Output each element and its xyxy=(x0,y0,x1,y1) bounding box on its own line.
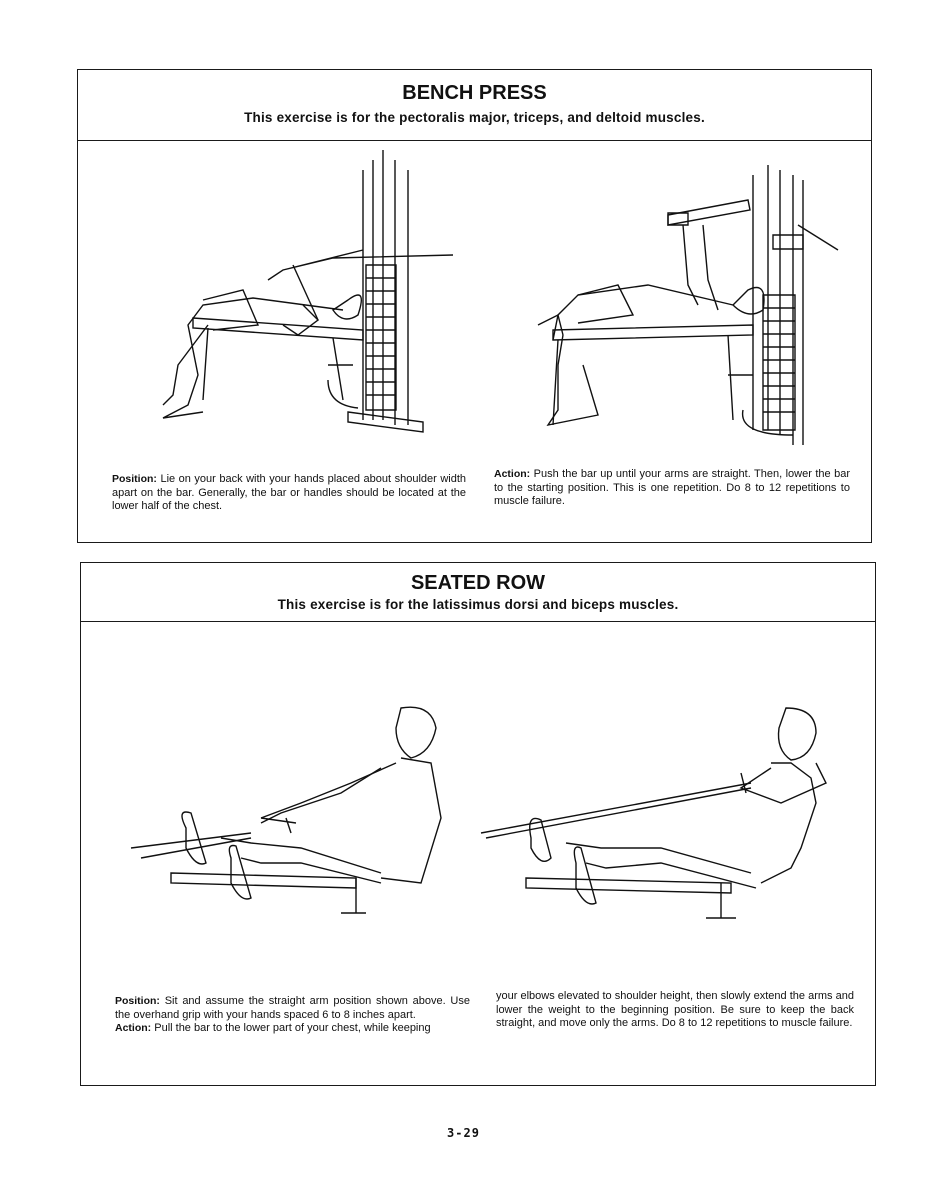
seated-row-panel: SEATED ROW This exercise is for the lati… xyxy=(80,562,876,1086)
seated-row-position-text: Sit and assume the straight arm position… xyxy=(115,995,470,1021)
seated-row-action-text-part1: Pull the bar to the lower part of your c… xyxy=(154,1022,431,1034)
seated-row-header: SEATED ROW This exercise is for the lati… xyxy=(81,563,875,622)
bench-press-position-caption: Position: Lie on your back with your han… xyxy=(112,473,466,514)
bench-press-position-text: Lie on your back with your hands placed … xyxy=(112,473,466,512)
bench-press-action-caption: Action: Push the bar up until your arms … xyxy=(494,468,850,509)
seated-row-left-caption: Position: Sit and assume the straight ar… xyxy=(115,995,470,1036)
bench-press-subtitle: This exercise is for the pectoralis majo… xyxy=(244,110,705,125)
page-number: 3-29 xyxy=(447,1126,480,1140)
seated-row-right-caption: your elbows elevated to shoulder height,… xyxy=(496,990,854,1031)
seated-row-subtitle: This exercise is for the latissimus dors… xyxy=(277,597,679,612)
bench-press-action-label: Action: xyxy=(494,468,531,480)
seated-row-action-text-part2: your elbows elevated to shoulder height,… xyxy=(496,990,854,1029)
bench-press-extended-illustration xyxy=(518,165,858,455)
bench-press-title: BENCH PRESS xyxy=(402,82,547,104)
bench-press-action-text: Push the bar up until your arms are stra… xyxy=(494,468,850,507)
bench-press-position-label: Position: xyxy=(112,473,157,485)
bench-press-start-illustration xyxy=(133,150,473,440)
seated-row-start-illustration xyxy=(131,698,461,933)
seated-row-position-label: Position: xyxy=(115,995,160,1007)
seated-row-action-label: Action: xyxy=(115,1022,152,1034)
bench-press-header: BENCH PRESS This exercise is for the pec… xyxy=(78,70,871,141)
bench-press-panel: BENCH PRESS This exercise is for the pec… xyxy=(77,69,872,543)
seated-row-title: SEATED ROW xyxy=(410,572,546,594)
seated-row-pull-illustration xyxy=(481,708,851,938)
